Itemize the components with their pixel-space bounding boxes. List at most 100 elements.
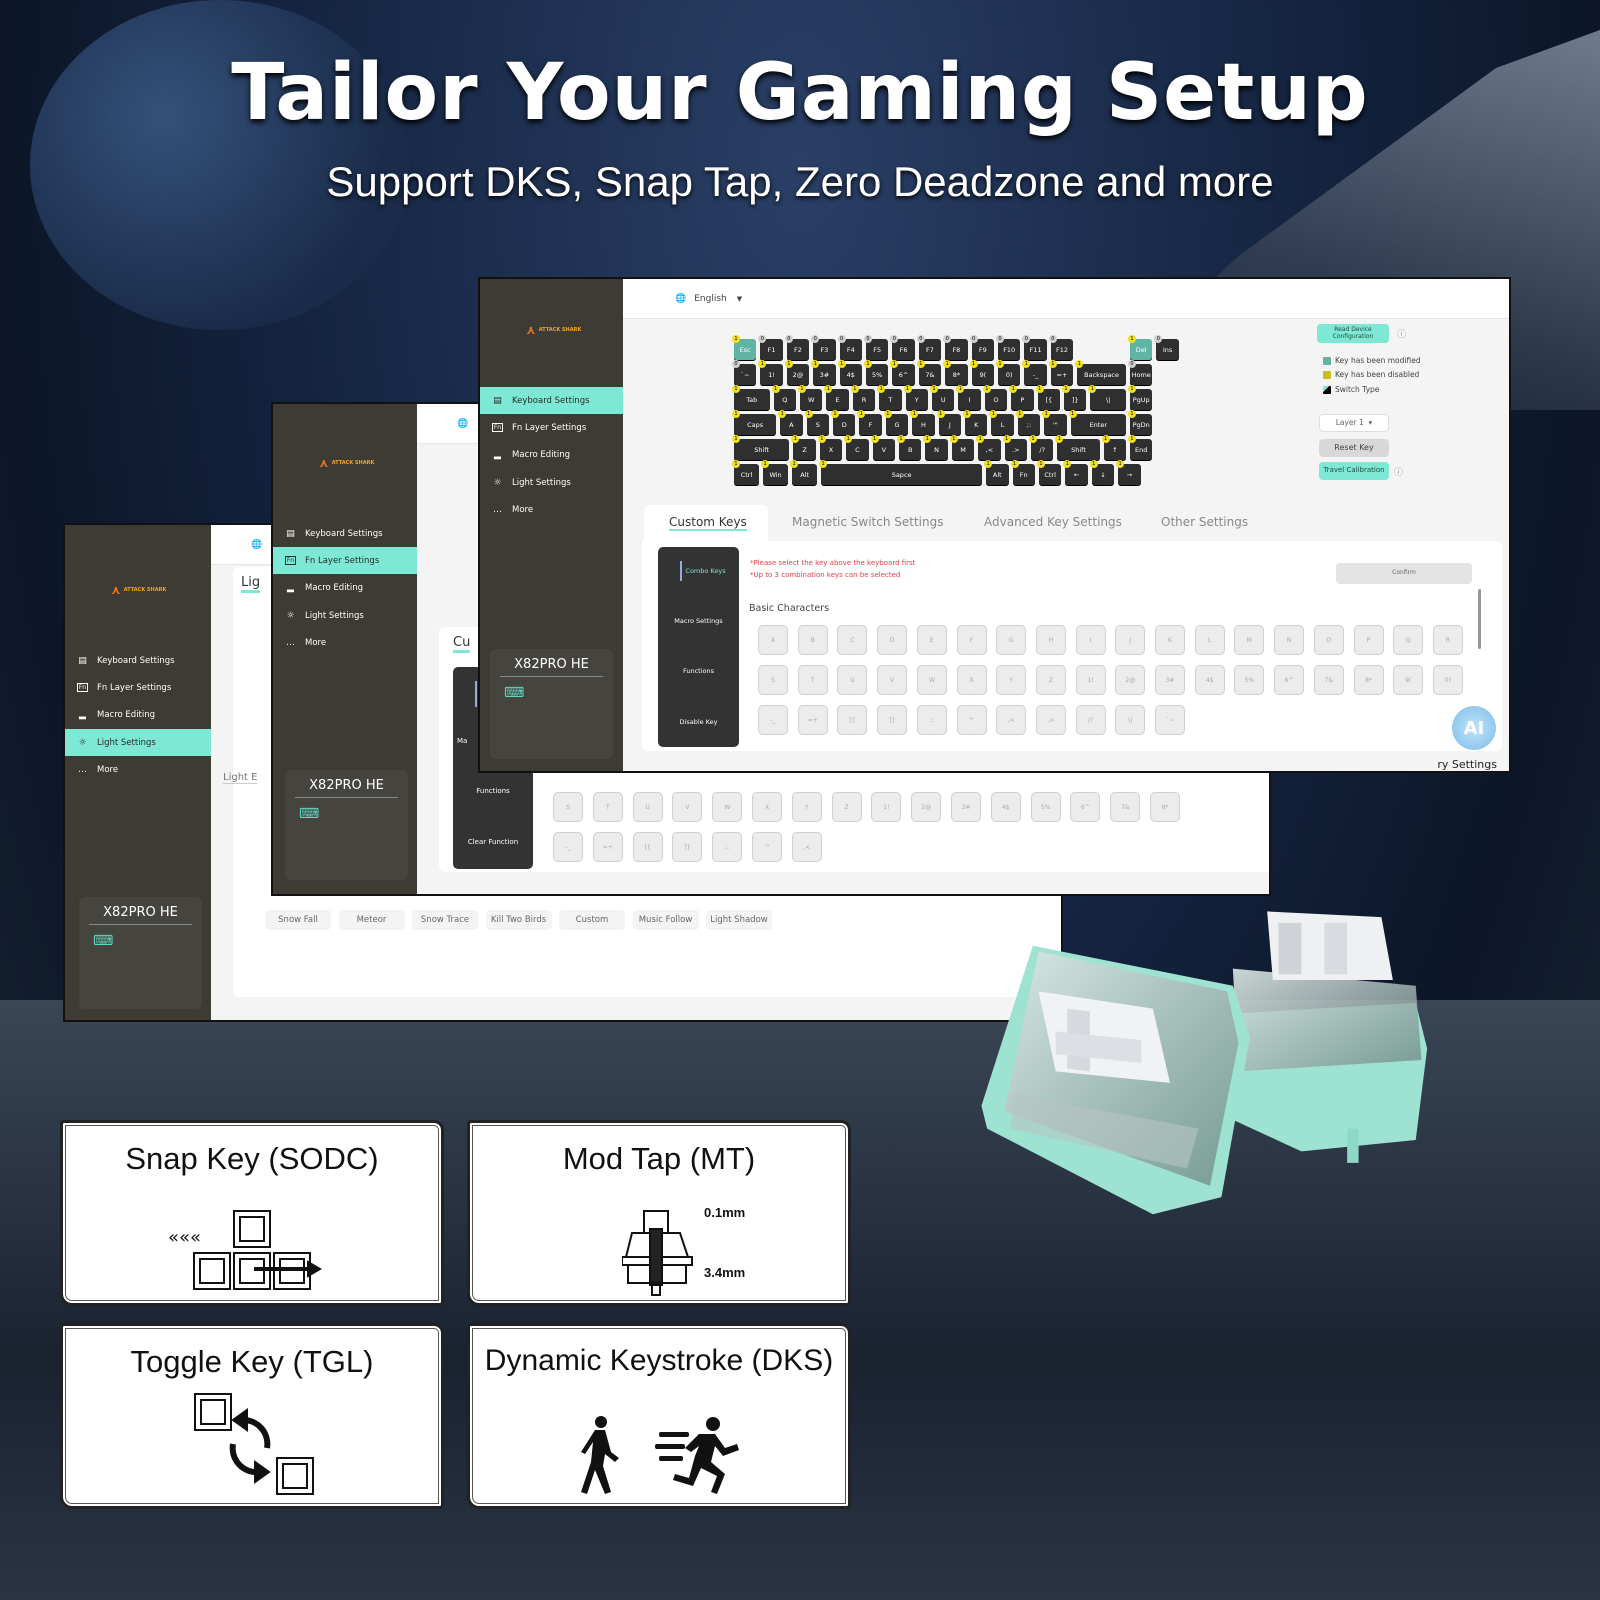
character-key[interactable]: D [877, 625, 908, 655]
sidebar-item-macro-editing[interactable]: ▂Macro Editing [273, 575, 417, 602]
character-key[interactable]: 7& [1313, 665, 1344, 695]
travel-calibration-button[interactable]: Travel Calibration [1319, 462, 1389, 480]
character-key[interactable]: 0) [1432, 665, 1463, 695]
globe-icon[interactable]: 🌐 [251, 539, 263, 550]
character-key[interactable]: S [758, 665, 788, 695]
key[interactable]: 1'" [1042, 410, 1067, 435]
key[interactable]: 1;: [1015, 410, 1041, 435]
character-key[interactable]: W [916, 665, 947, 695]
character-key[interactable]: [{ [837, 705, 868, 735]
key[interactable]: 1.> [1002, 435, 1027, 460]
key[interactable]: 1↓ [1089, 460, 1115, 485]
sidebar-item-macro-editing[interactable]: ▂Macro Editing [65, 702, 211, 729]
menu-item-macro[interactable]: Ma [457, 737, 468, 745]
tab-other-settings[interactable]: Other Settings [1161, 515, 1249, 529]
character-key[interactable]: S [553, 792, 583, 822]
key[interactable]: 1\| [1088, 385, 1126, 410]
character-key[interactable]: 5% [1234, 665, 1265, 695]
menu-item-functions[interactable]: Functions [682, 667, 715, 675]
character-key[interactable]: -_ [553, 832, 583, 862]
character-key[interactable]: \| [1115, 705, 1146, 735]
character-key[interactable]: =+ [797, 705, 828, 735]
character-key[interactable]: P [1353, 625, 1384, 655]
light-effect-button[interactable]: Music Follow [632, 910, 699, 930]
character-key[interactable]: J [1115, 625, 1146, 655]
character-key[interactable]: V [672, 792, 703, 822]
character-key[interactable]: [{ [632, 832, 663, 862]
character-key[interactable]: /? [1075, 705, 1106, 735]
character-key[interactable]: ;: [712, 832, 743, 862]
sidebar-item-more[interactable]: …More [65, 757, 211, 784]
character-key[interactable]: 2@ [911, 792, 942, 822]
key[interactable]: 1]} [1062, 385, 1087, 410]
character-key[interactable]: ,< [996, 705, 1027, 735]
key[interactable]: 1→ [1116, 460, 1141, 485]
character-key[interactable]: 3# [951, 792, 981, 822]
character-key[interactable]: M [1234, 625, 1265, 655]
character-key[interactable]: ,< [791, 832, 822, 862]
key[interactable]: 0`~ [732, 360, 757, 385]
character-key[interactable]: 4$ [990, 792, 1021, 822]
character-key[interactable]: O [1313, 625, 1344, 655]
key[interactable]: 1,< [976, 435, 1001, 460]
menu-item-clear-function[interactable]: Clear Function [467, 838, 519, 846]
character-key[interactable]: 2@ [1115, 665, 1146, 695]
character-key[interactable]: 8* [1353, 665, 1384, 695]
sidebar-item-macro-editing[interactable]: ▂Macro Editing [480, 442, 623, 469]
confirm-button[interactable]: Confirm [1336, 563, 1472, 584]
character-key[interactable]: Z [1035, 665, 1066, 695]
character-key[interactable]: X [956, 665, 987, 695]
character-key[interactable]: ]} [672, 832, 703, 862]
layer-select[interactable]: Layer 1 ▾ [1319, 414, 1389, 432]
help-icon[interactable]: ⓘ [1397, 330, 1407, 340]
character-key[interactable]: 5% [1030, 792, 1061, 822]
character-key[interactable]: 6^ [1274, 665, 1305, 695]
light-effect-button[interactable]: Kill Two Birds [485, 910, 552, 930]
chevron-down-icon[interactable]: ▼ [736, 294, 743, 303]
key[interactable]: 1=+ [1048, 360, 1074, 385]
sidebar-item-light-settings[interactable]: ☼Light Settings [65, 729, 211, 757]
character-key[interactable]: V [877, 665, 908, 695]
key[interactable]: 1↑ [1101, 435, 1126, 460]
